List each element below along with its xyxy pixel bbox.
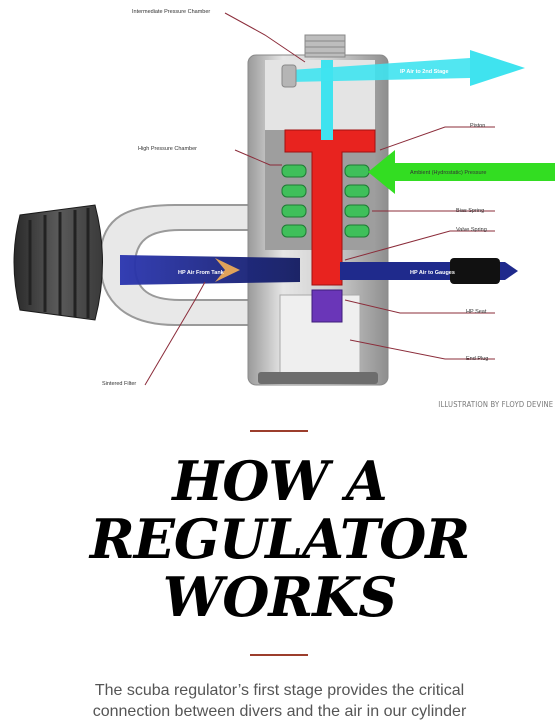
label-hp-air-from-tank: HP Air From Tank xyxy=(178,270,225,276)
divider-bottom xyxy=(250,654,308,656)
regulator-diagram: Intermediate Pressure Chamber IP Air to … xyxy=(13,9,555,387)
label-hp-air-to-gauges: HP Air to Gauges xyxy=(410,270,455,276)
piston xyxy=(284,129,376,286)
label-end-plug: End Plug xyxy=(466,356,488,362)
leader-lines xyxy=(144,12,495,386)
headline-line-1: HOW A xyxy=(172,449,387,513)
label-bias-spring: Bias Spring xyxy=(456,208,484,214)
divider-top xyxy=(250,430,308,432)
label-intermediate-pressure-chamber: Intermediate Pressure Chamber xyxy=(132,9,210,15)
dek-line-1: The scuba regulator’s first stage provid… xyxy=(94,682,465,699)
bias-spring xyxy=(281,164,370,238)
label-high-pressure-chamber: High Pressure Chamber xyxy=(138,146,197,152)
headline-line-3: WORKS xyxy=(162,565,398,629)
ip-air-flow xyxy=(281,50,525,140)
dek: The scuba regulator’s first stage provid… xyxy=(0,680,559,722)
hp-air-from-tank xyxy=(120,255,300,285)
label-valve-spring: Valve Spring xyxy=(456,227,487,233)
hp-air-to-gauges xyxy=(340,258,518,284)
label-hp-seat: HP Seat xyxy=(466,309,487,315)
label-ambient-pressure: Ambient (Hydrostatic) Pressure xyxy=(410,170,486,176)
hp-seat xyxy=(311,289,343,323)
headline-line-2: REGULATOR xyxy=(89,507,470,571)
label-piston: Piston xyxy=(470,123,485,129)
illustration-credit: ILLUSTRATION BY FLOYD DEVINE xyxy=(438,400,553,409)
label-ip-air-to-2nd-stage: IP Air to 2nd Stage xyxy=(400,69,449,75)
label-sintered-filter: Sintered Filter xyxy=(102,381,136,387)
dek-line-2: connection between divers and the air in… xyxy=(92,703,467,720)
yoke-knob xyxy=(13,204,103,321)
ambient-pressure-arrow xyxy=(368,150,555,194)
headline: HOW A REGULATOR WORKS xyxy=(0,452,559,626)
